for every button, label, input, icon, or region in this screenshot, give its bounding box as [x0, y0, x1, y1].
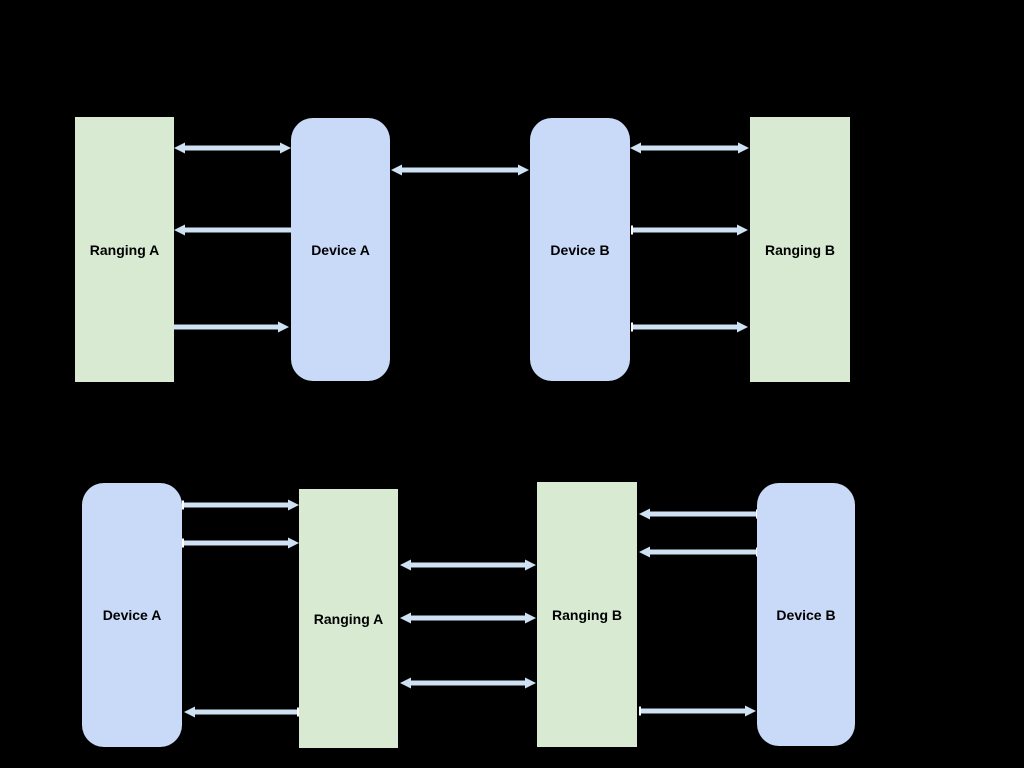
- arrow-device-b-to-ranging-b-bottom: [632, 321, 748, 333]
- arrow-device-b-to-ranging-b-1: [639, 508, 757, 520]
- arrow-end-cap-device-b-to-ranging-b-bottom: [631, 322, 633, 332]
- arrow-ranging-a-ranging-b-3: [400, 677, 536, 689]
- arrow-ranging-a-ranging-b-2: [400, 612, 536, 624]
- arrow-device-a-device-b: [391, 164, 529, 176]
- arrow-end-cap-device-b-to-ranging-b-mid: [631, 225, 633, 235]
- box-label-ranging-b: Ranging B: [765, 241, 835, 258]
- box-label-device-b-2: Device B: [776, 606, 836, 623]
- arrow-ranging-a-to-device-a: [184, 706, 298, 718]
- arrow-device-b-to-ranging-b-2: [639, 546, 757, 558]
- box-device-b-2: Device B: [757, 483, 855, 746]
- arrow-device-a-to-ranging-a-1: [183, 499, 299, 511]
- arrow-ranging-a-device-a-top: [174, 142, 291, 154]
- arrow-ranging-b-to-device-b: [640, 705, 756, 717]
- arrow-end-cap-ranging-b-to-device-b: [639, 706, 641, 716]
- arrow-end-cap-device-a-to-ranging-a-1: [182, 500, 184, 510]
- arrow-device-a-to-ranging-a-2: [183, 537, 299, 549]
- arrow-end-cap-device-a-to-ranging-a-2: [182, 538, 184, 548]
- box-ranging-a-2: Ranging A: [299, 489, 398, 748]
- box-ranging-a: Ranging A: [75, 117, 174, 382]
- box-label-device-b: Device B: [550, 241, 610, 258]
- box-label-ranging-b-2: Ranging B: [552, 606, 622, 623]
- box-label-ranging-a-2: Ranging A: [313, 610, 384, 627]
- arrow-device-b-ranging-b-top: [630, 142, 749, 154]
- arrow-ranging-a-ranging-b-1: [400, 559, 536, 571]
- box-device-b: Device B: [530, 118, 630, 381]
- box-ranging-b-2: Ranging B: [537, 482, 637, 747]
- arrow-device-b-to-ranging-b-mid: [632, 224, 748, 236]
- box-ranging-b: Ranging B: [750, 117, 850, 382]
- box-label-device-a-2: Device A: [102, 607, 162, 623]
- box-device-a-2: Device A: [82, 483, 182, 747]
- box-device-a: Device A: [291, 118, 390, 381]
- box-label-device-a: Device A: [311, 241, 370, 258]
- box-label-ranging-a: Ranging A: [89, 241, 160, 258]
- arrow-device-a-to-ranging-a: [174, 224, 293, 236]
- arrow-ranging-a-to-device-a: [173, 321, 289, 333]
